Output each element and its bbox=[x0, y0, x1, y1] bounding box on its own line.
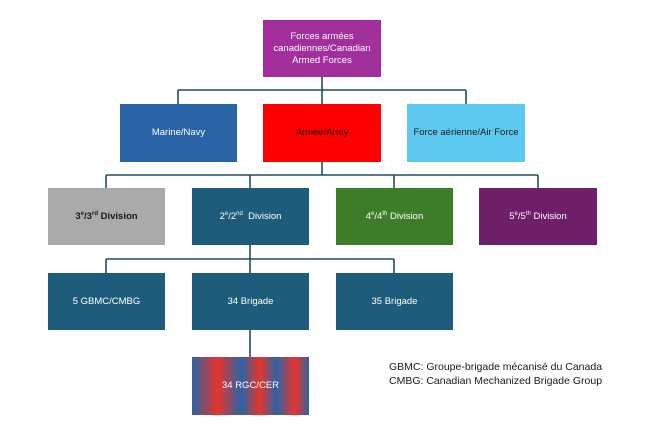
node-navy: Marine/Navy bbox=[120, 104, 237, 162]
node-label: 5 GBMC/CMBG bbox=[72, 295, 141, 307]
node-label: 34 Brigade bbox=[227, 295, 274, 307]
node-2nd-division: 2e/2nd Division bbox=[192, 188, 309, 245]
node-label: Force aérienne/Air Force bbox=[413, 127, 519, 138]
node-label: 5e/5th Division bbox=[509, 210, 567, 222]
legend: GBMC: Groupe-brigade mécanisé du Canada … bbox=[389, 360, 602, 388]
node-label: 2e/2nd Division bbox=[219, 210, 282, 222]
node-label: Armée/Army bbox=[295, 127, 349, 138]
node-5-cmbg: 5 GBMC/CMBG bbox=[48, 273, 165, 330]
node-label: Forces armées canadiennes/Canadian Armed… bbox=[273, 30, 371, 66]
node-label: 34 RGC/CER bbox=[221, 380, 279, 391]
node-label: 3e/3rd Division bbox=[75, 210, 138, 222]
node-label: Marine/Navy bbox=[151, 127, 206, 138]
legend-line-cmbg: CMBG: Canadian Mechanized Brigade Group bbox=[389, 375, 603, 387]
node-army: Armée/Army bbox=[263, 104, 381, 162]
node-34-rgc-cer: 34 RGC/CER bbox=[192, 357, 309, 415]
node-5th-division: 5e/5th Division bbox=[479, 188, 597, 245]
node-34-brigade: 34 Brigade bbox=[192, 273, 309, 330]
node-air-force: Force aérienne/Air Force bbox=[407, 104, 525, 162]
node-label: 4e/4th Division bbox=[365, 210, 424, 222]
legend-line-gbmc: GBMC: Groupe-brigade mécanisé du Canada bbox=[389, 361, 603, 373]
node-35-brigade: 35 Brigade bbox=[336, 273, 453, 330]
node-label: 35 Brigade bbox=[371, 295, 418, 307]
node-4th-division: 4e/4th Division bbox=[336, 188, 453, 245]
node-canadian-armed-forces: Forces armées canadiennes/Canadian Armed… bbox=[263, 20, 381, 77]
node-3rd-division: 3e/3rd Division bbox=[48, 188, 165, 245]
